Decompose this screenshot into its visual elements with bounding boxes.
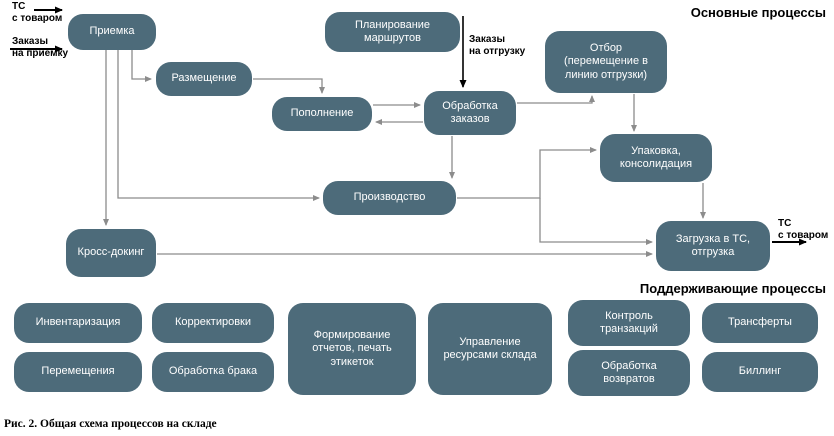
main-processes-heading: Основные процессы	[690, 5, 826, 20]
label-orders-in: Заказы на приемку	[12, 36, 69, 59]
support-box-korrektirovki: Корректировки	[152, 303, 274, 343]
arrow-priemka-razmeshchenie	[131, 50, 152, 82]
label-ship-orders: Заказы на отгрузку	[469, 34, 526, 57]
process-box-otbor: Отбор (перемещение в линию отгрузки)	[545, 31, 667, 93]
process-box-popolnenie: Пополнение	[272, 97, 372, 131]
support-box-transferty: Трансферты	[702, 303, 818, 343]
process-box-proizvodstvo: Производство	[323, 181, 456, 215]
process-box-upakovka: Упаковка, консолидация	[600, 134, 712, 182]
process-box-planirovanie: Планирование маршрутов	[325, 12, 460, 52]
arrow-razmeshchenie-popolnenie	[253, 78, 325, 94]
figure-caption: Рис. 2. Общая схема процессов на складе	[4, 418, 217, 430]
support-box-inventarizaciya: Инвентаризация	[14, 303, 142, 343]
support-box-formirovanie-otchetov: Формирование отчетов, печать этикеток	[288, 303, 416, 395]
arrow-proizvodstvo-upakovka	[457, 147, 597, 199]
label-ts-out: ТС с товаром	[778, 218, 829, 241]
support-box-obrabotka-vozvratov: Обработка возвратов	[568, 350, 690, 396]
process-box-priemka: Приемка	[68, 14, 156, 50]
support-box-kontrol-tranzakcij: Контроль транзакций	[568, 300, 690, 346]
supporting-processes-heading: Поддерживающие процессы	[639, 281, 826, 296]
support-box-billing: Биллинг	[702, 352, 818, 392]
process-box-kross-doking: Кросс-докинг	[66, 229, 156, 277]
label-ts-in: ТС с товаром	[12, 1, 63, 24]
process-box-obrabotka-zakazov: Обработка заказов	[424, 91, 516, 135]
support-box-obrabotka-braka: Обработка брака	[152, 352, 274, 392]
arrow-obrabotka-otbor	[517, 95, 595, 104]
support-box-upravlenie-resursami: Управление ресурсами склада	[428, 303, 552, 395]
arrow-proizvodstvo-zagruzka	[539, 198, 653, 245]
support-box-peremeshcheniya: Перемещения	[14, 352, 142, 392]
process-box-razmeshchenie: Размещение	[156, 62, 252, 96]
process-box-zagruzka: Загрузка в ТС, отгрузка	[656, 221, 770, 271]
